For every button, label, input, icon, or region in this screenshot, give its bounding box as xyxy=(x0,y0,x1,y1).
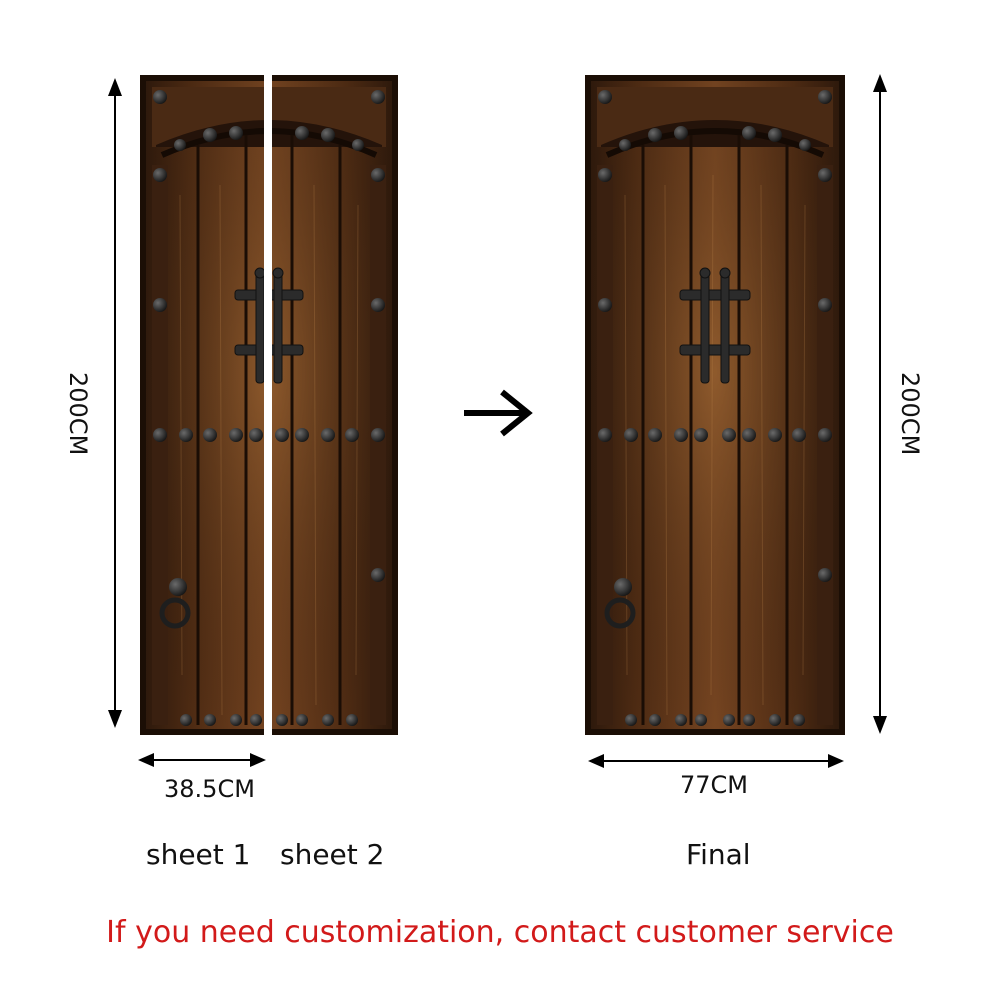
sheet-2-caption: sheet 2 xyxy=(280,838,385,871)
sheet-1-caption: sheet 1 xyxy=(146,838,251,871)
door-sheet-2 xyxy=(272,75,398,735)
height-arrow-right xyxy=(873,74,887,734)
final-width-arrow xyxy=(588,754,844,768)
customization-notice: If you need customization, contact custo… xyxy=(106,915,894,950)
right-arrow-icon xyxy=(464,389,533,437)
sheet-width-arrow xyxy=(138,753,266,767)
final-width-label: 77CM xyxy=(680,771,749,799)
door-sheet-1 xyxy=(140,75,264,735)
sheet-width-label: 38.5CM xyxy=(164,775,255,803)
final-caption: Final xyxy=(686,838,751,871)
height-arrow-left xyxy=(108,78,122,728)
height-label-right: 200CM xyxy=(896,372,924,456)
door-final xyxy=(585,75,845,735)
height-label-left: 200CM xyxy=(64,372,92,456)
